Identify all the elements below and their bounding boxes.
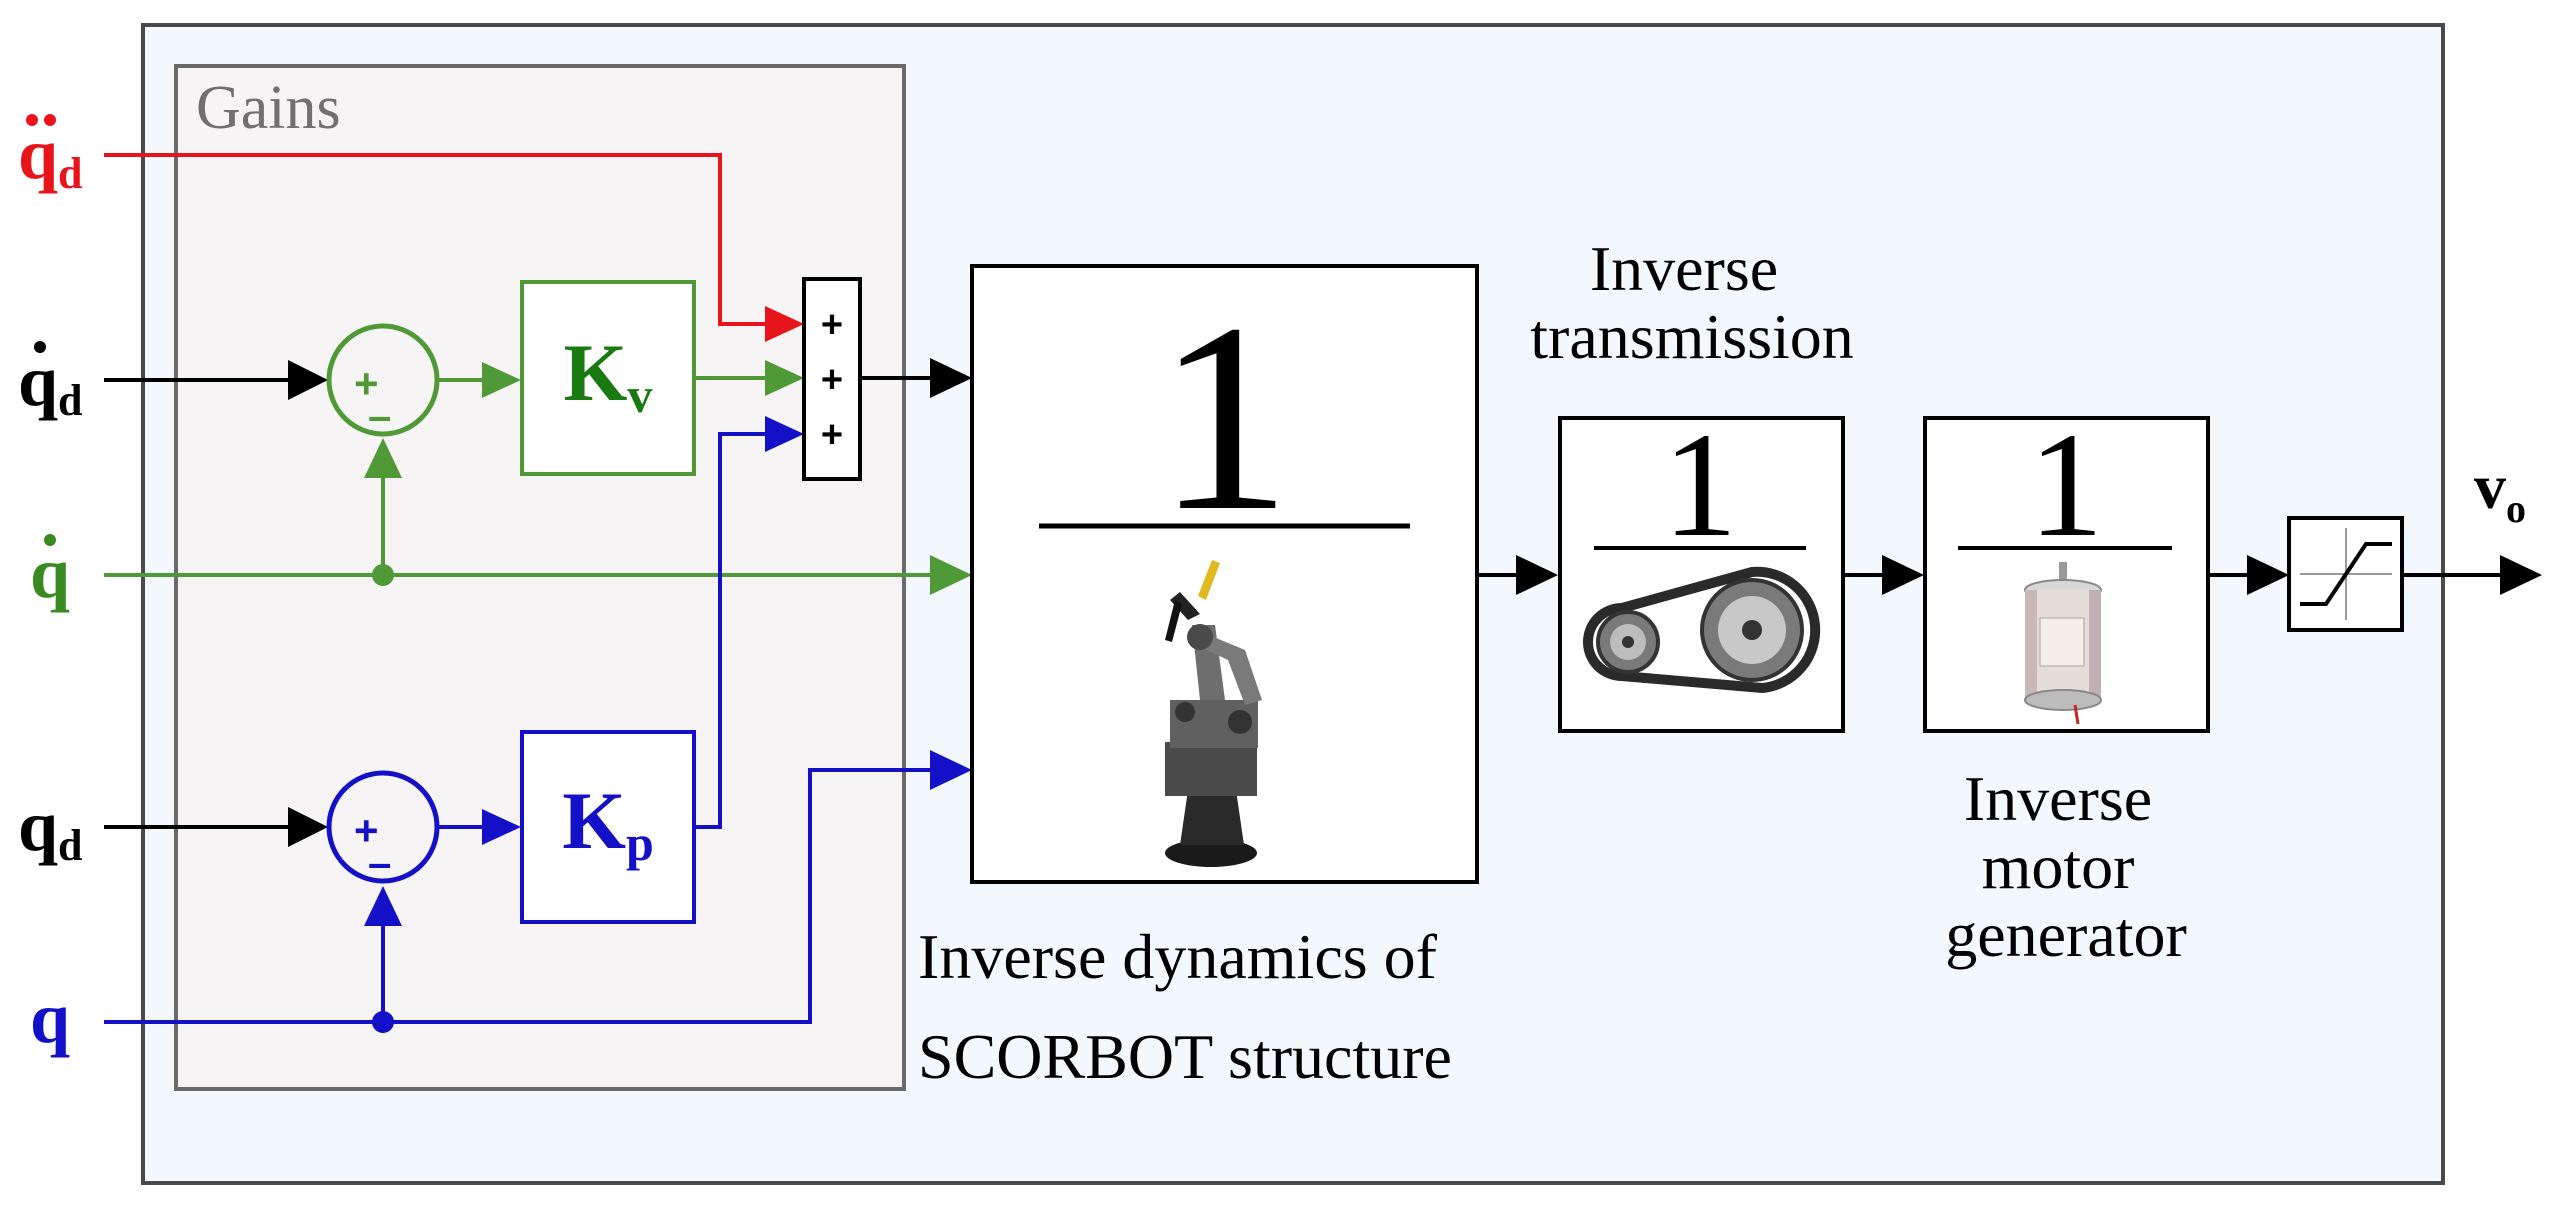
arrow-kv-sum <box>765 360 804 396</box>
q-d-base: q <box>18 786 58 866</box>
kp-subscript: p <box>626 815 654 871</box>
kv-subscript: v <box>627 367 652 423</box>
arrow-sum-kp <box>482 809 521 845</box>
arrow-dyn-trans <box>1516 555 1558 595</box>
inverse-motor-caption-line-3: generator <box>1945 899 2187 970</box>
svg-text:qd: qd <box>18 114 83 198</box>
inverse-transmission-numerator: 1 <box>1663 402 1738 568</box>
gains-box <box>174 64 906 1091</box>
svg-text:Kv: Kv <box>564 327 653 423</box>
triple-summer-sign-2: + <box>821 359 843 401</box>
arrow-qdot-feedback <box>364 438 402 478</box>
inverse-transmission-caption-line-2: transmission <box>1530 301 1854 372</box>
velocity-summer-minus: – <box>368 392 391 439</box>
velocity-summer: + – <box>326 323 440 439</box>
input-label-qdot-d: qd <box>18 341 83 425</box>
vo-sub: o <box>2506 486 2526 531</box>
inverse-motor-caption-line-2: motor <box>1982 831 2135 902</box>
arrow-output <box>2500 555 2542 595</box>
arrow-motor-sat <box>2247 555 2289 595</box>
wire-kp-sum <box>694 432 765 829</box>
dc-motor-icon <box>2024 562 2102 725</box>
svg-text:Kp: Kp <box>562 775 654 871</box>
junction-q <box>372 1011 394 1033</box>
inverse-dynamics-caption-line-1: Inverse dynamics of <box>918 921 1438 992</box>
inverse-dynamics-caption-line-2: SCORBOT structure <box>918 1021 1452 1092</box>
arrow-sum-dyn <box>930 358 972 398</box>
arrow-qdd <box>765 306 804 342</box>
svg-text:Inverse dynamics of SCORBO: Inverse dynamics of SCORBOT structure <box>918 921 1453 1092</box>
kv-label: K <box>564 327 628 418</box>
qdd-d-sub: d <box>58 149 82 198</box>
position-summer: + – <box>326 770 440 886</box>
qdd-d-base: q <box>18 114 58 194</box>
arrow-q-feedback <box>364 886 402 926</box>
qdot-base: q <box>30 533 70 613</box>
position-summer-plus: + <box>354 807 379 854</box>
qdot-d-base: q <box>18 341 58 421</box>
qdot-d-sub: d <box>58 376 82 425</box>
inverse-motor-caption-line-1: Inverse <box>1964 763 2152 834</box>
gains-label: Gains <box>196 74 341 142</box>
velocity-summer-plus: + <box>354 360 379 407</box>
inverse-motor-block: 1 <box>1923 402 2210 733</box>
input-label-qdot: q <box>30 533 70 613</box>
vo-base: v <box>2474 451 2506 522</box>
robot-arm-icon <box>1165 560 1262 867</box>
svg-text:Inverse transmission: Inverse transmission <box>1530 233 1854 372</box>
arrow-q-d <box>288 807 328 847</box>
input-label-q-d: qd <box>18 786 83 870</box>
inverse-dynamics-numerator: 1 <box>1157 268 1292 567</box>
arrow-qdot-d <box>288 360 328 400</box>
wire-qdd <box>104 153 765 326</box>
triple-summer-sign-1: + <box>821 304 843 346</box>
inverse-dynamics-block: 1 <box>970 264 1479 884</box>
arrow-kp-sum <box>765 416 804 452</box>
wire-q <box>104 768 930 1024</box>
saturation-block <box>2287 516 2404 632</box>
inverse-transmission-caption-line-1: Inverse <box>1590 233 1778 304</box>
arrow-trans-motor <box>1882 555 1924 595</box>
inverse-transmission-block: 1 <box>1558 402 1845 733</box>
arrow-qdot <box>930 555 972 595</box>
svg-text:qd: qd <box>18 786 83 870</box>
belt-pulley-icon <box>1583 566 1821 694</box>
q-base: q <box>30 978 70 1058</box>
saturation-icon <box>2300 528 2392 620</box>
triple-summer: + + + <box>802 277 862 481</box>
svg-text:Inverse motor generato: Inverse motor generator <box>1945 763 2187 970</box>
arrow-sum-kv <box>482 362 521 398</box>
output-label-vo: vo <box>2474 451 2526 531</box>
position-summer-minus: – <box>368 839 391 886</box>
triple-summer-sign-3: + <box>821 414 843 456</box>
arrow-q <box>930 750 972 790</box>
inverse-motor-numerator: 1 <box>2029 402 2104 568</box>
kv-gain-block: Kv <box>520 280 696 476</box>
kp-label: K <box>562 775 626 866</box>
svg-text:qd: qd <box>18 341 83 425</box>
input-label-q: q <box>30 978 70 1058</box>
svg-text:vo: vo <box>2474 451 2526 531</box>
q-d-sub: d <box>58 821 82 870</box>
junction-qdot <box>372 564 394 586</box>
kp-gain-block: Kp <box>520 730 696 924</box>
input-label-qdd-d: qd <box>18 114 83 198</box>
